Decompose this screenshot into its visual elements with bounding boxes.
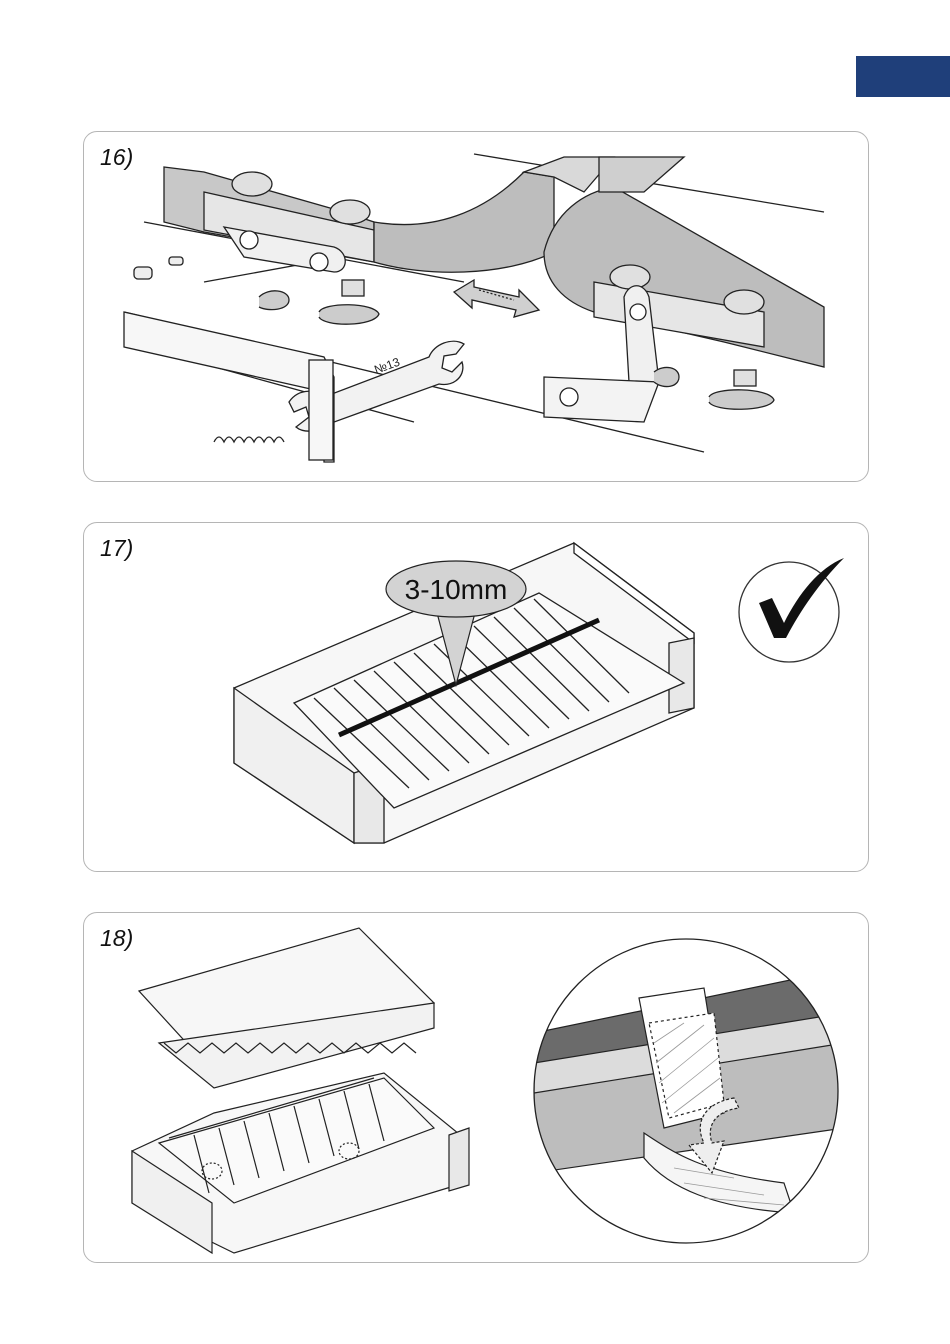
page-tab-marker — [856, 56, 950, 97]
step-16-panel: №13 16) — [83, 131, 869, 482]
velcro-detail-zoom — [524, 933, 854, 1253]
step-18-panel: 18) — [83, 912, 869, 1263]
gap-measurement-label: 3-10mm — [405, 574, 508, 605]
step-17-illustration: 3-10mm — [84, 523, 868, 871]
step-18-illustration — [84, 913, 868, 1262]
checkmark-icon — [739, 558, 844, 662]
step-number: 17) — [100, 535, 133, 562]
step-number: 16) — [100, 144, 133, 171]
step-17-panel: 3-10mm 17) — [83, 522, 869, 872]
step-number: 18) — [100, 925, 133, 952]
step-16-illustration: №13 — [84, 132, 868, 481]
